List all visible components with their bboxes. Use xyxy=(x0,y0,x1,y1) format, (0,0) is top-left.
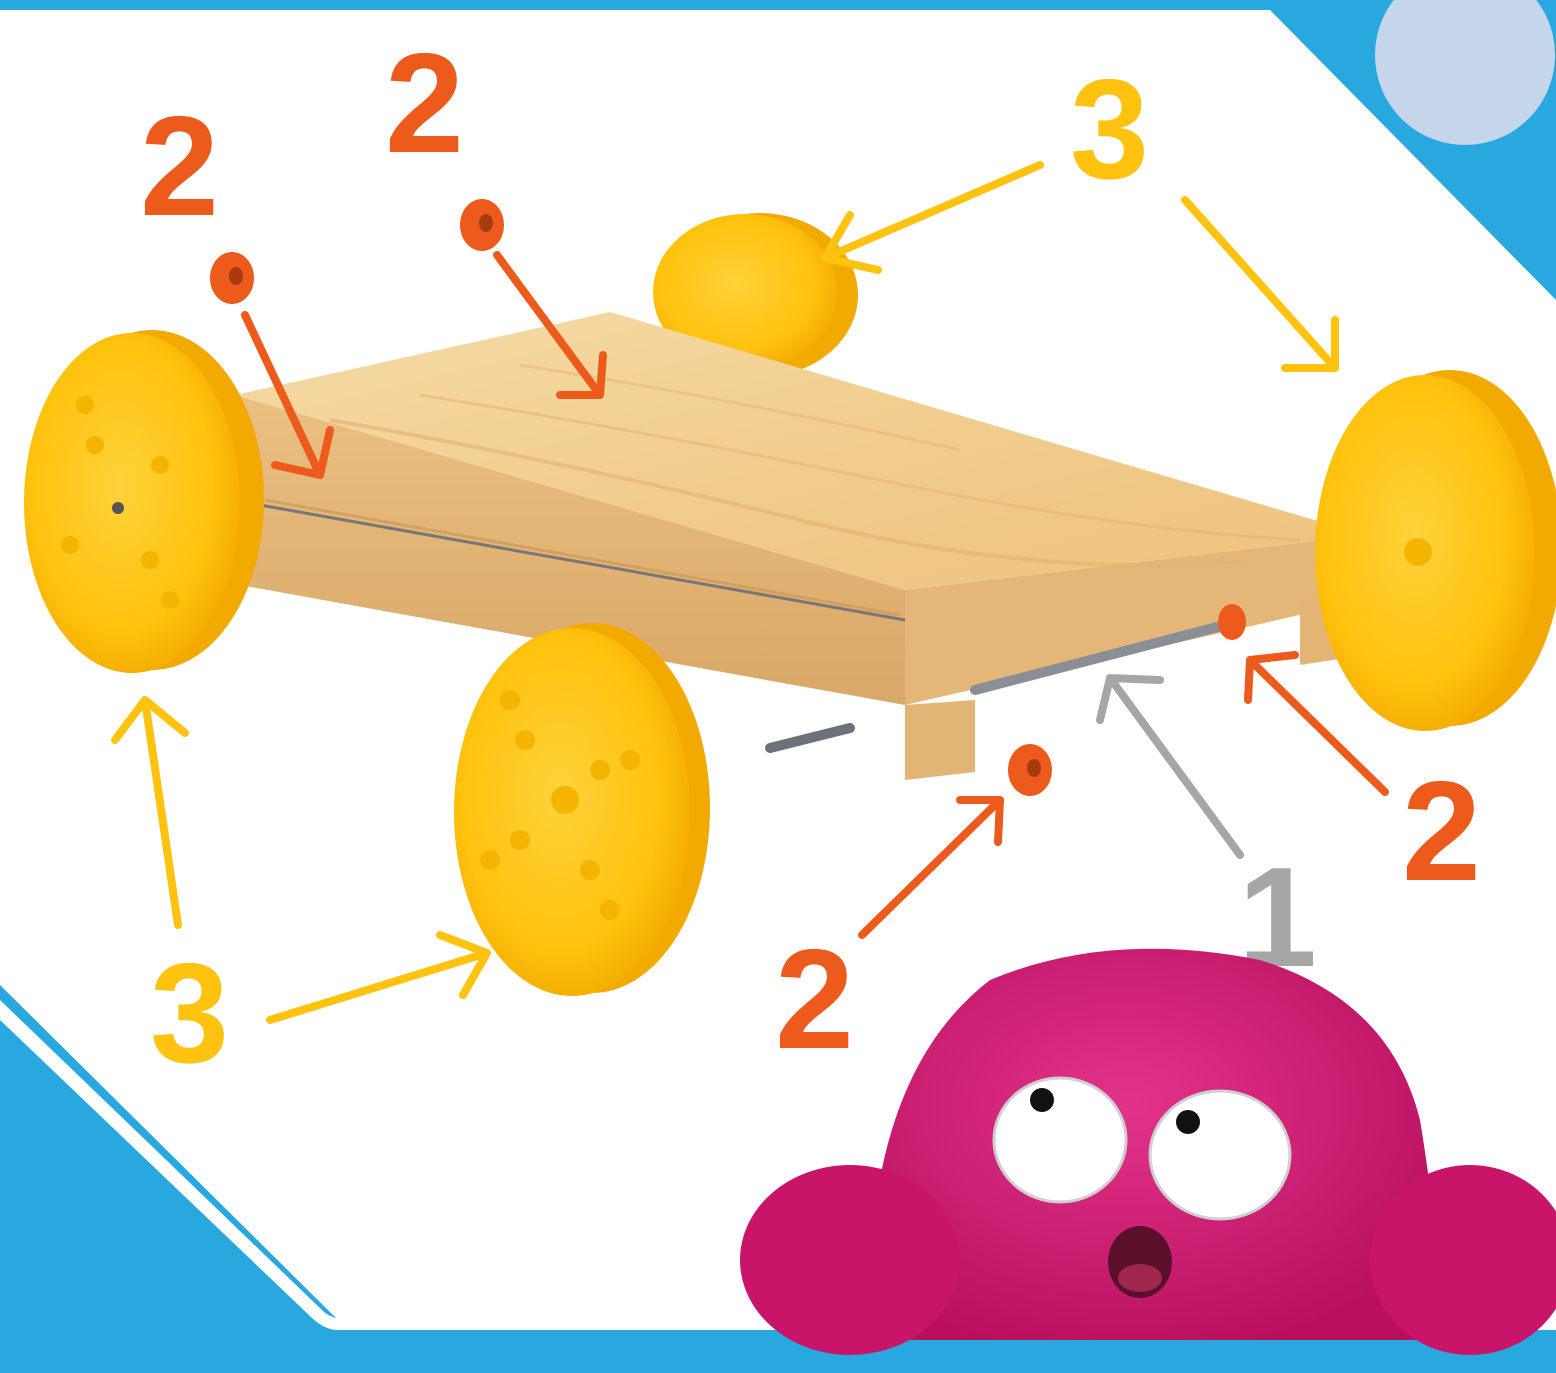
washer-right-icon xyxy=(1218,604,1246,640)
arrow-axle xyxy=(1100,678,1240,855)
arrow-wheel-back-top xyxy=(825,165,1040,270)
arrow-washer-bottom xyxy=(862,800,1000,935)
label-washer-top-center: 2 xyxy=(385,24,464,183)
monster-eye-right-icon xyxy=(1150,1091,1290,1219)
monster-eye-left-icon xyxy=(994,1078,1126,1202)
label-washer-right: 2 xyxy=(1402,752,1481,911)
wheel-front-icon xyxy=(454,623,710,996)
arrow-wheel-left xyxy=(115,700,185,925)
monster-mouth-icon xyxy=(1108,1226,1172,1298)
label-wheel-left: 3 xyxy=(150,934,229,1093)
wheel-right-icon xyxy=(1315,370,1556,731)
arrow-wheel-right xyxy=(1185,200,1335,368)
wooden-board-icon xyxy=(235,312,1365,780)
arrow-wheel-front xyxy=(270,935,487,1020)
washer-top-center-icon xyxy=(460,199,504,251)
washer-top-left-icon xyxy=(210,252,254,304)
washer-bottom-icon xyxy=(1008,744,1052,796)
label-wheel-back-top: 3 xyxy=(1070,50,1149,209)
pink-fuzzy-monster-icon xyxy=(740,949,1556,1355)
label-washer-top-left: 2 xyxy=(140,87,219,246)
wheel-left-icon xyxy=(24,330,264,673)
label-washer-bottom: 2 xyxy=(775,920,854,1079)
